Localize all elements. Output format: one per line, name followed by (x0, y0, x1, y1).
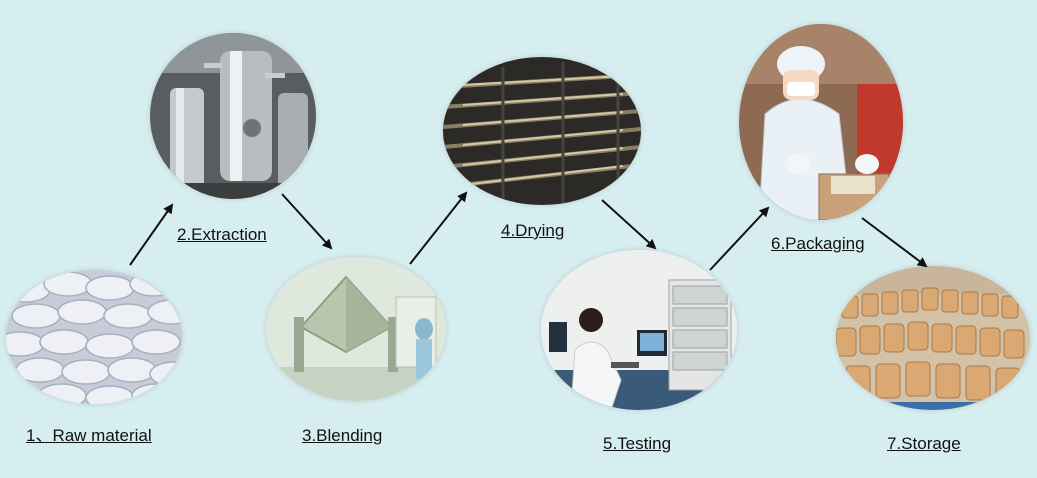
step-7-label: 7.Storage (887, 434, 961, 453)
testing-photo (541, 250, 737, 410)
step-2-label: 2.Extraction (177, 225, 267, 244)
step-5-label: 5.Testing (603, 434, 672, 453)
arrow-6-to-7 (861, 217, 928, 268)
arrow-4-to-5 (601, 199, 657, 250)
raw-material-photo (6, 270, 182, 404)
packaging-photo (739, 24, 903, 220)
drying-photo (443, 57, 641, 205)
arrow-1-to-2 (129, 203, 174, 266)
step-4-label: 4.Drying (501, 221, 565, 240)
extraction-photo (150, 33, 316, 199)
storage-photo (836, 266, 1030, 410)
blending-photo (266, 257, 446, 401)
step-1-label: 1、Raw material (26, 426, 152, 445)
step-3-label: 3.Blending (302, 426, 383, 445)
arrow-2-to-3 (281, 193, 333, 250)
step-6-label: 6.Packaging (771, 234, 865, 253)
arrow-3-to-4 (409, 191, 468, 265)
arrow-5-to-6 (709, 206, 770, 271)
